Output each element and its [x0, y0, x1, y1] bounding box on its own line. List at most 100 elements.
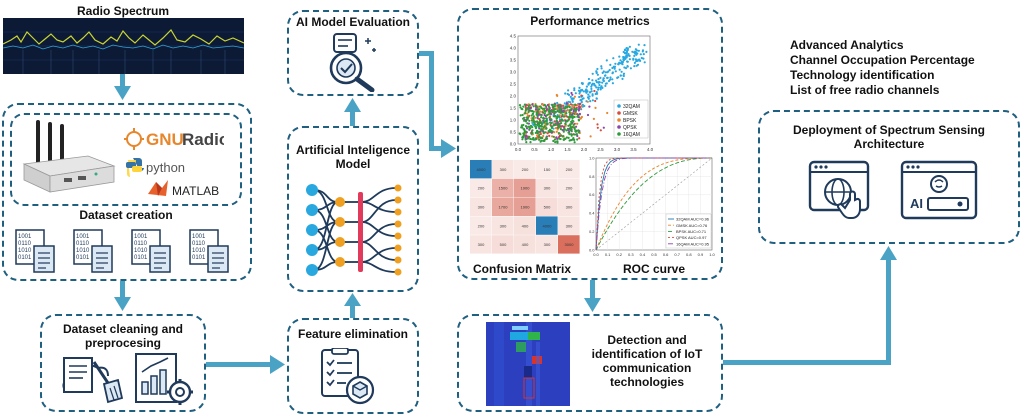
scatter-point: [607, 79, 611, 83]
scatter-point: [631, 50, 634, 53]
scatter-point: [531, 129, 534, 132]
scatter-point: [526, 122, 529, 125]
radio-spectrum-image: [3, 18, 244, 74]
scatter-point: [590, 83, 593, 86]
scatter-point: [580, 104, 583, 108]
scatter-point: [609, 76, 612, 79]
scatter-point: [548, 116, 551, 119]
scatter-x-tick-label: 2.5: [597, 147, 604, 152]
scatter-x-tick-label: 1.5: [564, 147, 571, 152]
dataset-cleaning-title-line1: Dataset cleaning and: [62, 322, 184, 336]
scatter-point: [527, 106, 530, 110]
confusion-matrix-cell: [558, 178, 580, 198]
scatter-point: [531, 121, 534, 124]
scatter-point: [588, 105, 591, 108]
dataset-cleaning-box: [40, 314, 206, 412]
scatter-point: [572, 120, 575, 123]
scatter-point: [611, 82, 614, 85]
scatter-point: [541, 111, 544, 114]
scatter-y-tick-label: 0.5: [510, 130, 517, 135]
scatter-point: [545, 137, 549, 140]
scatter-point: [538, 124, 541, 127]
scatter-point: [538, 133, 541, 136]
scatter-point: [597, 86, 600, 89]
arrow-model-to-evaluation: [350, 110, 355, 126]
scatter-point: [602, 77, 605, 80]
scatter-point: [550, 110, 553, 113]
scatter-point: [518, 104, 522, 107]
scatter-point: [600, 65, 603, 68]
scatter-point: [577, 131, 580, 134]
scatter-point: [522, 128, 525, 131]
scatter-point: [573, 126, 576, 129]
scatter-x-tick-label: 3.0: [614, 147, 621, 152]
scatter-point: [588, 95, 591, 98]
scatter-point: [601, 71, 604, 74]
scatter-point: [530, 132, 533, 135]
scatter-point: [564, 123, 567, 126]
scatter-point: [591, 79, 594, 82]
roc-y-tick-label: 0.8: [589, 174, 595, 179]
scatter-point: [565, 129, 568, 132]
roc-curve-label: ROC curve: [622, 262, 686, 276]
scatter-point: [566, 109, 569, 112]
confusion-matrix-cell-value: 300: [478, 205, 485, 210]
scatter-point: [563, 127, 566, 130]
scatter-point: [632, 57, 635, 60]
scatter-point: [591, 93, 594, 96]
scatter-x-tick-label: 0.0: [515, 147, 522, 152]
scatter-point: [543, 125, 546, 128]
scatter-point: [621, 77, 624, 80]
scatter-point: [584, 90, 588, 93]
scatter-point: [575, 108, 578, 111]
web-browser-globe-icon: [808, 160, 870, 219]
scatter-point: [595, 79, 598, 82]
scatter-point: [569, 103, 573, 106]
scatter-point: [531, 112, 534, 115]
scatter-point: [637, 43, 640, 46]
scatter-point: [564, 124, 567, 127]
scatter-y-tick-label: 3.0: [510, 70, 517, 75]
confusion-matrix-cell: [536, 235, 558, 254]
scatter-point: [529, 137, 532, 141]
ai-model-box: [287, 126, 419, 292]
scatter-point: [559, 107, 562, 110]
scatter-point: [589, 100, 592, 103]
scatter-point: [599, 86, 602, 89]
scatter-point: [573, 141, 576, 144]
scatter-point: [555, 122, 558, 125]
scatter-point: [580, 100, 583, 104]
scatter-point: [576, 104, 579, 107]
scatter-point: [543, 121, 546, 124]
scatter-point: [553, 131, 556, 134]
scatter-point: [540, 114, 543, 117]
scatter-point: [527, 116, 530, 119]
scatter-point: [534, 125, 537, 128]
scatter-point: [608, 68, 611, 72]
scatter-point: [576, 134, 579, 138]
scatter-point: [528, 127, 531, 131]
scatter-point: [577, 89, 580, 92]
scatter-point: [614, 70, 617, 73]
scatter-point: [558, 120, 561, 123]
scatter-point: [613, 65, 617, 68]
scatter-point: [560, 134, 563, 137]
svg-text:Radio: Radio: [182, 130, 224, 149]
arrow-dataset-to-cleaning: [120, 281, 125, 299]
scatter-point: [567, 93, 571, 96]
feature-elimination-title: Feature elimination: [297, 327, 409, 341]
deployment-title: Deployment of Spectrum Sensing Architect…: [762, 123, 1016, 151]
scatter-legend-marker: [617, 125, 621, 129]
confusion-matrix-cell: [558, 160, 580, 179]
scatter-point: [551, 104, 554, 107]
roc-x-tick-label: 0.2: [616, 252, 622, 257]
scatter-point: [557, 104, 560, 107]
scatter-point: [568, 105, 571, 109]
confusion-matrix-cell-value: 150: [544, 167, 551, 172]
scatter-point: [607, 70, 610, 73]
scatter-point: [541, 136, 544, 140]
scatter-point: [562, 115, 566, 118]
scatter-point: [591, 99, 594, 102]
scatter-point: [525, 116, 528, 119]
